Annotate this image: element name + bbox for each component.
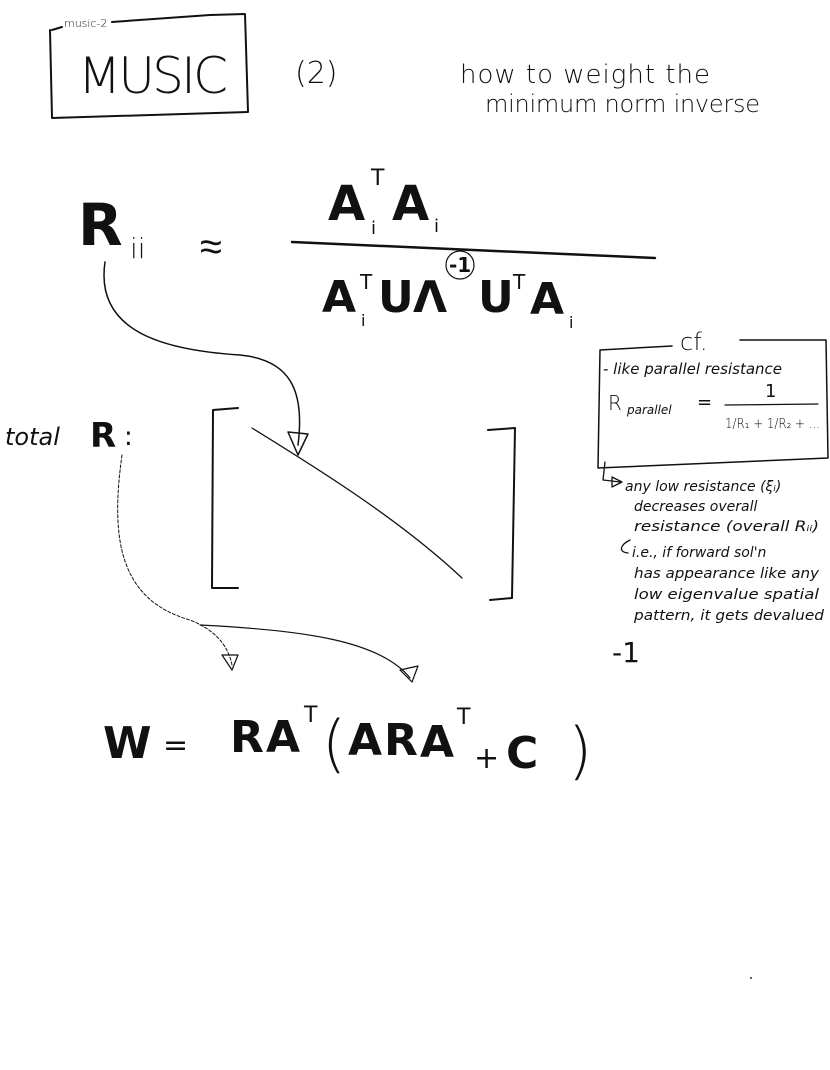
w-a2: A: [348, 715, 382, 766]
cf-denominator: 1/R₁ + 1/R₂ + ...: [725, 417, 820, 432]
den-a2: A: [530, 274, 564, 325]
den-u2-sup: T: [512, 270, 526, 294]
r-ii-subscript: ii: [130, 232, 146, 265]
w-rparen: ): [568, 714, 592, 787]
w-t2: T: [456, 705, 471, 730]
cf-fraction-line: [724, 403, 819, 406]
arrowhead-icon: [221, 654, 239, 671]
approx-sign: ≈: [200, 224, 222, 270]
den-a2-sub: i: [569, 313, 573, 332]
title-box: music-2 MUSIC: [49, 13, 249, 119]
den-a1-sub: i: [361, 311, 365, 330]
w-c: C: [506, 728, 538, 779]
w-equation: W = R A T ( A R A T + C ) -1: [103, 636, 640, 787]
den-u1: U: [378, 272, 414, 323]
note1-line: any low resistance (ξᵢ): [625, 479, 781, 495]
circle-annotation: [445, 250, 475, 280]
w-a1: A: [266, 712, 300, 763]
den-u2: U: [478, 272, 514, 323]
page-label: music-2: [64, 17, 108, 30]
num-a1-sup: T: [370, 166, 385, 191]
num-a2-sub: i: [434, 216, 439, 237]
note1-line: resistance (overall Rᵢᵢ): [634, 519, 819, 535]
fraction-line: [290, 240, 657, 260]
page-title: MUSIC: [78, 47, 228, 105]
r-parallel-symbol: R: [608, 391, 622, 415]
den-a1: A: [322, 272, 356, 323]
r-ii-symbol: R: [78, 191, 123, 259]
w-equals: =: [163, 728, 188, 763]
arrowhead-icon: [287, 431, 309, 456]
w-r2: R: [384, 715, 418, 766]
num-a2: A: [392, 176, 429, 232]
note2-line: low eigenvalue spatial: [634, 587, 819, 603]
diagonal-matrix: [211, 407, 516, 601]
w-t1: T: [303, 703, 318, 728]
note2-line: pattern, it gets devalued: [633, 608, 824, 624]
arrow-r-to-w1: [117, 454, 233, 666]
note1: any low resistance (ξᵢ) decreases overal…: [625, 479, 819, 535]
cf-line1: - like parallel resistance: [603, 360, 782, 378]
note2-arrow: [620, 539, 631, 554]
note2-line: i.e., if forward sol'n: [632, 545, 766, 561]
num-a1-sub: i: [371, 218, 376, 239]
total-colon: :: [124, 422, 133, 452]
arrow-rii-to-matrix: [103, 261, 301, 446]
w-a3: A: [420, 717, 454, 768]
page-number: (2): [295, 56, 338, 91]
den-lambda: Λ: [413, 272, 447, 323]
num-a1: A: [328, 176, 365, 232]
arrowhead-icon: [611, 476, 623, 488]
cf-title: cf.: [680, 328, 708, 356]
note2-line: has appearance like any: [634, 566, 820, 582]
stray-mark: [750, 977, 752, 979]
r-equation: R ii ≈ A T i A i A T i U Λ -1 U T A i: [78, 166, 657, 332]
den-lambda-sup: -1: [449, 253, 471, 277]
subtitle-line2: minimum norm inverse: [485, 90, 760, 118]
note2: i.e., if forward sol'n has appearance li…: [632, 545, 824, 624]
note1-line: decreases overall: [634, 499, 757, 515]
r-parallel-subscript: parallel: [626, 403, 672, 417]
subtitle-line1: how to weight the: [460, 60, 710, 90]
cf-box: cf. - like parallel resistance R paralle…: [597, 328, 829, 469]
den-a1-sup: T: [359, 270, 373, 294]
arrowhead-icon: [399, 665, 419, 683]
w-r1: R: [230, 712, 264, 763]
cf-numerator: 1: [765, 381, 776, 402]
note1-arrow: [602, 461, 621, 483]
w-plus: +: [474, 741, 499, 776]
w-lparen: (: [322, 707, 346, 780]
w-exponent: -1: [612, 636, 640, 669]
total-r: R: [90, 416, 116, 456]
total-label: total: [5, 423, 60, 451]
arrow-r-to-w2: [199, 624, 411, 679]
w-symbol: W: [103, 718, 152, 769]
cf-equals: =: [697, 392, 712, 413]
